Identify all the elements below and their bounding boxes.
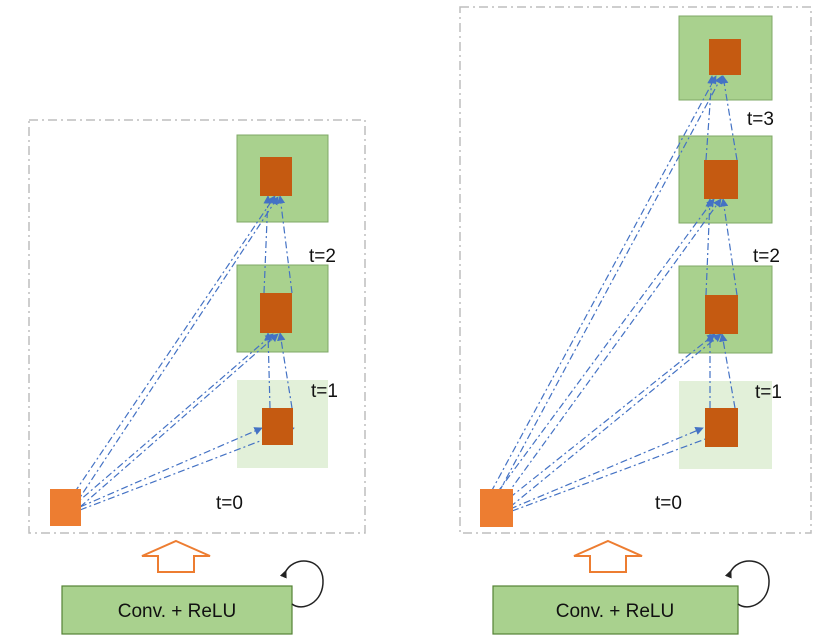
left-edge (79, 427, 263, 508)
right-edge (491, 75, 723, 506)
right-edge (483, 75, 717, 506)
right-edge (511, 426, 736, 512)
left-edge (79, 333, 279, 508)
right-node-t2b (704, 160, 738, 199)
left-edge (263, 195, 272, 294)
right-input-node-t0 (480, 489, 513, 527)
right-unrolled-frame (459, 6, 812, 534)
left-edge (264, 332, 273, 409)
left-panel: t=2 t=1 t=0 Conv. + ReLU (28, 119, 366, 635)
left-edge (71, 333, 274, 508)
left-node-t2 (260, 293, 292, 333)
left-edge (65, 195, 276, 506)
input-arrow-icon (141, 539, 211, 573)
right-label-t0: t=0 (655, 493, 682, 514)
right-edge (720, 75, 738, 161)
left-label-t1: t=1 (311, 381, 338, 402)
right-edges (483, 75, 738, 512)
right-edge (509, 333, 722, 508)
right-node-t3 (709, 39, 741, 75)
right-edge (705, 198, 714, 296)
right-node-t1 (705, 408, 738, 447)
left-label-t0: t=0 (216, 493, 243, 514)
left-node-t3 (260, 157, 292, 196)
left-edges (65, 195, 295, 511)
left-unrolled-frame (28, 119, 366, 534)
left-node-t1 (262, 408, 293, 445)
right-edge (497, 198, 722, 508)
right-edge (509, 427, 704, 510)
left-input-node-t0 (50, 489, 81, 526)
left-edge (276, 195, 293, 294)
left-label-t2: t=2 (309, 246, 336, 267)
right-label-t3: t=3 (747, 109, 774, 130)
left-edge (79, 426, 295, 511)
right-node-t2 (705, 295, 738, 334)
recurrent-loop-icon (279, 560, 324, 608)
left-edge (277, 332, 293, 409)
right-label-t1: t=1 (755, 382, 782, 403)
input-arrow-icon (573, 539, 643, 573)
right-edge (497, 333, 716, 508)
left-conv-relu-label: Conv. + ReLU (118, 601, 236, 622)
right-panel: t=3 t=2 t=1 t=0 Conv. + ReLU (459, 6, 812, 635)
right-conv-relu-label: Conv. + ReLU (556, 601, 674, 622)
recurrent-loop-icon (724, 560, 770, 608)
right-edge (719, 198, 738, 296)
right-conv-relu-block (492, 585, 739, 635)
right-label-t2: t=2 (753, 246, 780, 267)
left-edge (74, 196, 279, 506)
right-edge (487, 198, 715, 506)
right-edge (719, 333, 736, 409)
right-edge (705, 75, 716, 161)
left-conv-relu-block (61, 585, 293, 635)
